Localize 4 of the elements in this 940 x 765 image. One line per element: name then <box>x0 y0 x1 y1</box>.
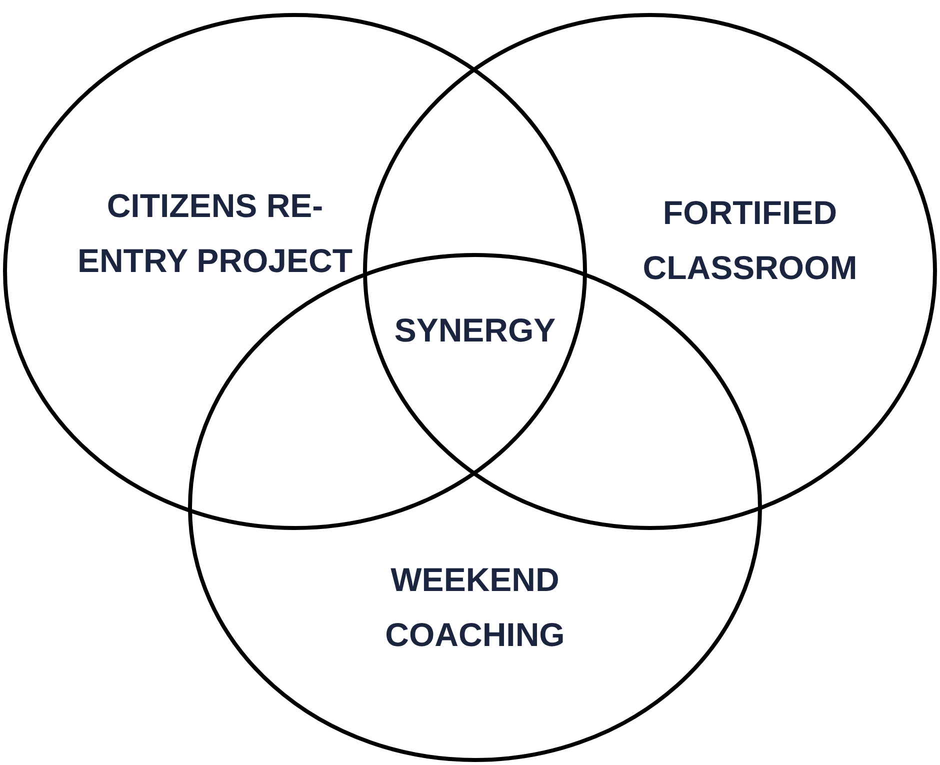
overlap-label: SYNERGY <box>394 310 556 350</box>
circle-label: CITIZENS RE- ENTRY PROJECT <box>76 186 354 281</box>
circle-label: WEEKEND COACHING <box>384 560 566 655</box>
circle-label: FORTIFIED CLASSROOM <box>642 193 858 288</box>
